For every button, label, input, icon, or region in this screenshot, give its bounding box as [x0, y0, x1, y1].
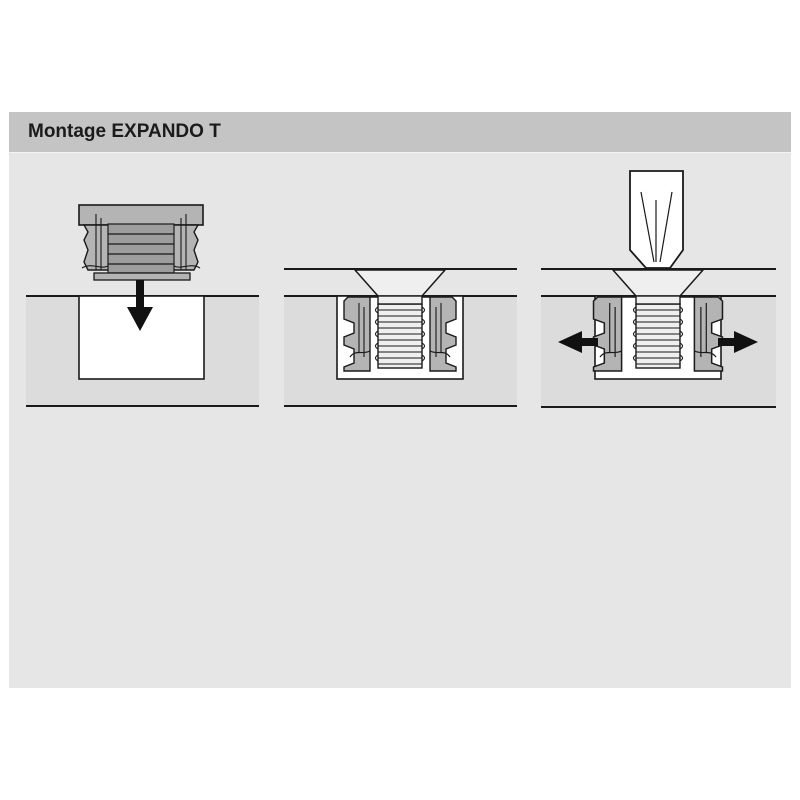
arrow-down-icon [127, 280, 153, 331]
title-bar: Montage EXPANDO T [9, 112, 791, 153]
page-title: Montage EXPANDO T [28, 121, 221, 142]
screwdriver-icon [629, 170, 684, 269]
arrow-left-icon [558, 331, 598, 353]
countersunk-screw-3 [611, 269, 705, 369]
step-1-insert-sleeve [26, 204, 259, 407]
step-2-insert-screw [284, 268, 517, 407]
arrow-right-icon [718, 331, 758, 353]
expando-sleeve-1 [78, 204, 204, 281]
step-3-tighten-expand [541, 170, 776, 408]
countersunk-screw-2 [353, 269, 447, 369]
